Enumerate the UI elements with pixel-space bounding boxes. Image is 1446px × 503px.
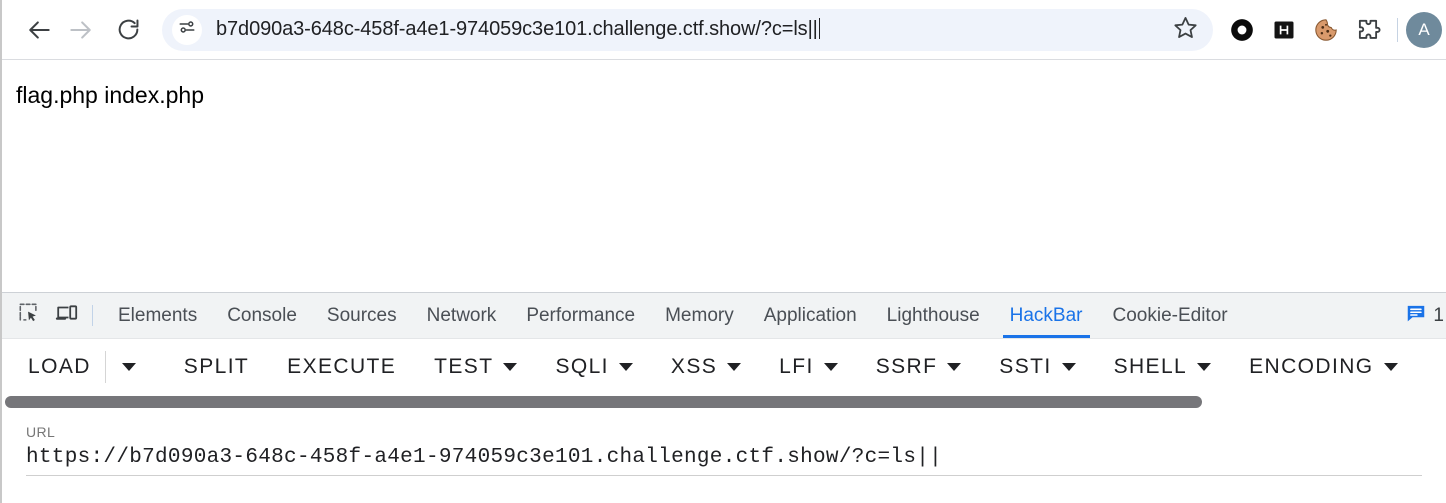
reload-icon [116, 17, 141, 42]
hackbar-toolbar: LOAD SPLIT EXECUTE TEST SQLI XSS LFI SSR… [2, 339, 1446, 394]
chevron-down-icon [618, 362, 633, 371]
tab-lighthouse[interactable]: Lighthouse [872, 293, 995, 338]
address-bar-url: b7d090a3-648c-458f-a4e1-974059c3e101.cha… [216, 18, 818, 40]
forward-button[interactable] [60, 10, 100, 50]
text-cursor [818, 18, 820, 39]
hackbar-test-menu[interactable]: TEST [434, 349, 518, 385]
chevron-down-icon [1061, 362, 1076, 371]
scrollbar-thumb[interactable] [5, 396, 1202, 408]
tab-application[interactable]: Application [749, 293, 872, 338]
chevron-down-icon [121, 362, 136, 371]
tab-label: Network [426, 304, 497, 326]
toolbar-divider [1397, 17, 1398, 42]
button-label: EXECUTE [287, 354, 397, 378]
tab-hackbar[interactable]: HackBar [995, 293, 1098, 338]
tab-cookie-editor[interactable]: Cookie-Editor [1098, 293, 1243, 338]
arrow-right-icon [67, 17, 93, 43]
back-button[interactable] [20, 10, 60, 50]
url-field-value[interactable]: https://b7d090a3-648c-458f-a4e1-974059c3… [26, 446, 943, 469]
tab-sources[interactable]: Sources [312, 293, 412, 338]
tab-label: Performance [526, 304, 636, 326]
reload-button[interactable] [108, 10, 148, 50]
hackbar-split-button[interactable]: SPLIT [184, 349, 249, 385]
tab-label: Application [763, 304, 857, 326]
page-viewport: flag.php index.php [2, 60, 1446, 292]
tab-label: Sources [326, 304, 397, 326]
hackbar-horizontal-scrollbar[interactable] [2, 394, 1446, 410]
browser-toolbar: b7d090a3-648c-458f-a4e1-974059c3e101.cha… [2, 0, 1446, 60]
tune-icon [178, 18, 196, 41]
chevron-down-icon [1197, 362, 1212, 371]
extensions-puzzle-icon[interactable] [1347, 9, 1389, 51]
chevron-down-icon [823, 362, 838, 371]
button-label: ENCODING [1249, 354, 1374, 378]
inspect-element-icon [18, 302, 40, 329]
tab-label: Memory [665, 304, 734, 326]
button-label: SSRF [875, 354, 938, 378]
tab-label: Console [227, 304, 297, 326]
tab-elements[interactable]: Elements [103, 293, 212, 338]
button-label: XSS [670, 354, 718, 378]
chevron-down-icon [1383, 362, 1398, 371]
chevron-down-icon [947, 362, 962, 371]
inspect-element-button[interactable] [10, 293, 48, 338]
star-icon [1173, 15, 1198, 45]
button-label: LOAD [28, 354, 91, 378]
avatar-initial: A [1418, 19, 1430, 39]
tabbar-divider [92, 305, 93, 326]
address-bar[interactable]: b7d090a3-648c-458f-a4e1-974059c3e101.cha… [162, 8, 1213, 51]
tab-network[interactable]: Network [412, 293, 512, 338]
cookie-editor-extension-icon[interactable] [1305, 9, 1347, 51]
tab-label: Elements [118, 304, 198, 326]
button-label: TEST [434, 354, 494, 378]
hackbar-extension-icon[interactable] [1263, 9, 1305, 51]
extension-icons: A [1221, 9, 1442, 51]
hackbar-execute-button[interactable]: EXECUTE [287, 349, 396, 385]
hackbar-url-field[interactable]: URL https://b7d090a3-648c-458f-a4e1-9740… [2, 410, 1446, 476]
address-bar-text[interactable]: b7d090a3-648c-458f-a4e1-974059c3e101.cha… [216, 18, 1163, 41]
hackbar-sqli-menu[interactable]: SQLI [555, 349, 633, 385]
tab-performance[interactable]: Performance [511, 293, 650, 338]
tab-memory[interactable]: Memory [650, 293, 749, 338]
ring-extension-icon[interactable] [1221, 9, 1263, 51]
url-field-underline [26, 475, 1422, 476]
devtools-panel: Elements Console Sources Network Perform… [2, 292, 1446, 502]
devtools-tabbar-right: 1 [1405, 293, 1446, 338]
hackbar-ssti-menu[interactable]: SSTI [999, 349, 1076, 385]
button-label: SSTI [999, 354, 1052, 378]
devtools-tabbar: Elements Console Sources Network Perform… [2, 293, 1446, 339]
chevron-down-icon [503, 362, 518, 371]
arrow-left-icon [27, 17, 53, 43]
tab-label: Cookie-Editor [1112, 304, 1228, 326]
button-label: LFI [779, 354, 814, 378]
device-toolbar-icon [55, 301, 79, 330]
message-count: 1 [1433, 304, 1444, 326]
hackbar-shell-menu[interactable]: SHELL [1114, 349, 1212, 385]
hackbar-xss-menu[interactable]: XSS [670, 349, 742, 385]
hackbar-panel: LOAD SPLIT EXECUTE TEST SQLI XSS LFI SSR… [2, 339, 1446, 476]
tab-label: HackBar [1009, 304, 1083, 326]
bookmark-button[interactable] [1163, 9, 1207, 51]
chevron-down-icon [727, 362, 742, 371]
hackbar-load-dropdown[interactable] [112, 357, 146, 377]
device-toolbar-button[interactable] [48, 293, 86, 338]
tab-label: Lighthouse [886, 304, 980, 326]
page-content-text: flag.php index.php [16, 82, 204, 108]
hackbar-lfi-menu[interactable]: LFI [779, 349, 838, 385]
load-split-divider [104, 350, 106, 383]
avatar[interactable]: A [1406, 11, 1442, 48]
message-icon[interactable] [1405, 302, 1427, 329]
button-label: SPLIT [183, 354, 250, 378]
hackbar-ssrf-menu[interactable]: SSRF [876, 349, 962, 385]
hackbar-encoding-menu[interactable]: ENCODING [1249, 349, 1398, 385]
button-label: SHELL [1113, 354, 1188, 378]
button-label: SQLI [555, 354, 609, 378]
url-field-label: URL [26, 424, 56, 440]
hackbar-load-button[interactable]: LOAD [28, 349, 91, 385]
site-information-button[interactable] [172, 14, 202, 45]
tab-console[interactable]: Console [212, 293, 312, 338]
